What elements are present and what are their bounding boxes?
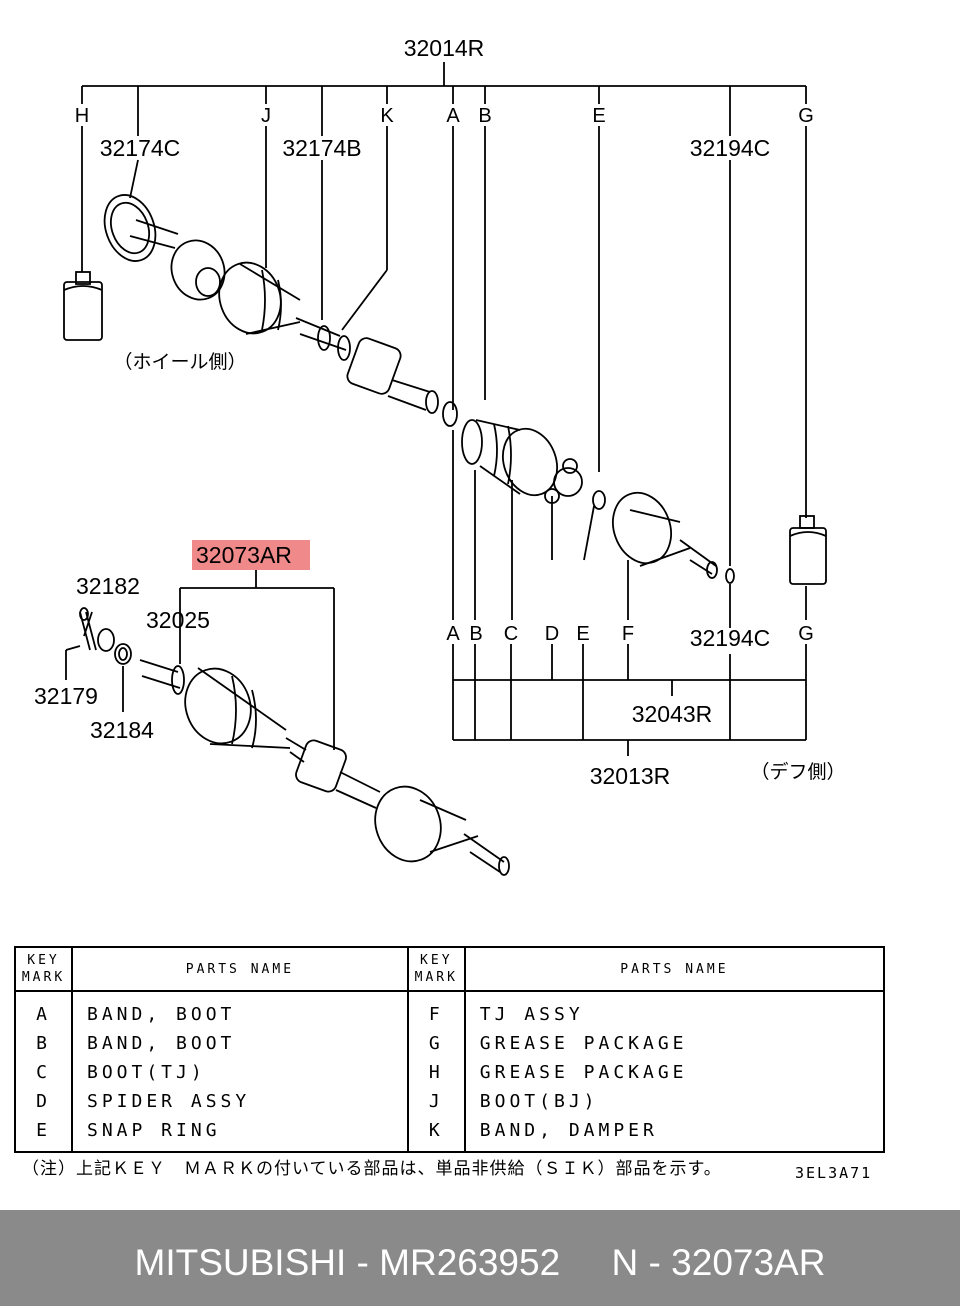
drawing-code: 3EL3A71 (795, 1164, 873, 1182)
callout-32174C[interactable]: 32174C (100, 135, 181, 161)
assy-callout-32013R[interactable]: 32013R (590, 763, 671, 789)
top-key-mark-j: J (261, 105, 271, 127)
top-key-mark-h: H (75, 105, 89, 127)
callout-32182[interactable]: 32182 (76, 573, 140, 599)
bottom-key-mark-c: C (504, 623, 518, 645)
footnote: （注）上記ＫＥＹ ＭＡＲＫの付いている部品は、単品非供給（ＳＩＫ）部品を示す。 (22, 1159, 722, 1179)
callout-32174B[interactable]: 32174B (282, 135, 361, 161)
top-key-mark-b: B (478, 105, 491, 127)
callout-32194C-bottom[interactable]: 32194C (690, 625, 771, 651)
exploded-parts-diagram: 32014R 32174C 32174B 32194C （ホイール側） H J K A… (34, 35, 846, 876)
assy-callout-32043R[interactable]: 32043R (632, 701, 713, 727)
top-key-mark-g: G (798, 105, 814, 127)
bottom-key-mark-g: G (798, 623, 814, 645)
bottom-key-mark-e: E (576, 623, 589, 645)
parts-name-header-left: PARTS NAME (71, 947, 409, 992)
footer-bar: MITSUBISHI - MR263952 N - 32073AR (0, 1210, 960, 1306)
top-key-mark-k: K (380, 105, 394, 127)
bottom-key-mark-b: B (469, 623, 482, 645)
parts-name-header-right: PARTS NAME (463, 947, 886, 992)
top-key-mark-e: E (592, 105, 605, 127)
callout-32179[interactable]: 32179 (34, 683, 98, 709)
callout-32025[interactable]: 32025 (146, 607, 210, 633)
highlight-mark (192, 540, 310, 570)
footer-part-number: MITSUBISHI - MR263952 N - 32073AR (134, 1242, 826, 1283)
bottom-key-mark-a: A (446, 623, 460, 645)
wheel-side-label: （ホイール側） (113, 351, 246, 373)
bottom-key-mark-d: D (545, 623, 559, 645)
highlighted-part-32073AR[interactable]: 32073AR (196, 542, 292, 568)
callout-32194C-top[interactable]: 32194C (690, 135, 771, 161)
bottom-key-mark-f: F (622, 623, 634, 645)
callout-32184[interactable]: 32184 (90, 717, 154, 743)
assy-callout-32014R[interactable]: 32014R (404, 35, 485, 61)
diff-side-label: （デフ側） (750, 761, 845, 783)
top-key-mark-a: A (446, 105, 460, 127)
